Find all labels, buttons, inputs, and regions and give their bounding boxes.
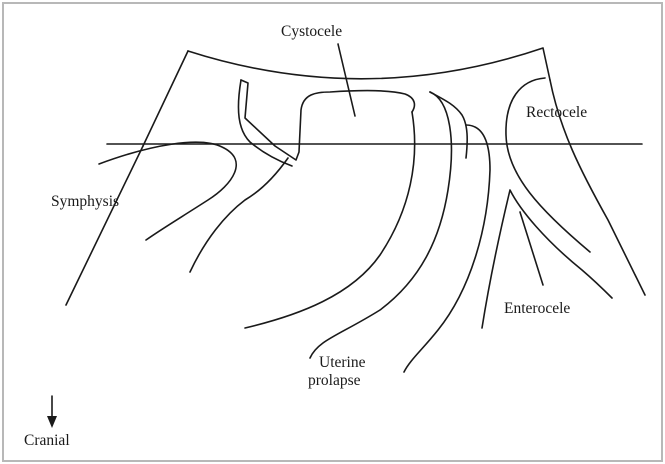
- uterine-outer-curve: [310, 92, 451, 358]
- enterocele-pointer: [520, 212, 543, 285]
- upper-band-left-edge: [143, 51, 188, 146]
- cystocele-outline: [241, 80, 414, 160]
- uterine-inner-curve: [430, 92, 467, 158]
- cystocele-pointer: [338, 44, 355, 116]
- anterior-wall-curve: [190, 158, 288, 272]
- cranial-label: Cranial: [24, 432, 70, 450]
- enterocele-label: Enterocele: [504, 300, 570, 318]
- symphysis-label: Symphysis: [51, 193, 119, 211]
- cranial-arrow-head: [47, 416, 57, 428]
- uterine-label: Uterine: [319, 354, 365, 372]
- posterior-wall-curve: [404, 125, 490, 372]
- symphysis-line: [66, 146, 143, 305]
- cystocele-label: Cystocele: [281, 23, 342, 41]
- rectocele-label: Rectocele: [526, 104, 587, 122]
- prolapse-label: prolapse: [308, 372, 361, 390]
- upper-band-outline: [188, 48, 550, 80]
- symphysis-curve: [99, 142, 236, 240]
